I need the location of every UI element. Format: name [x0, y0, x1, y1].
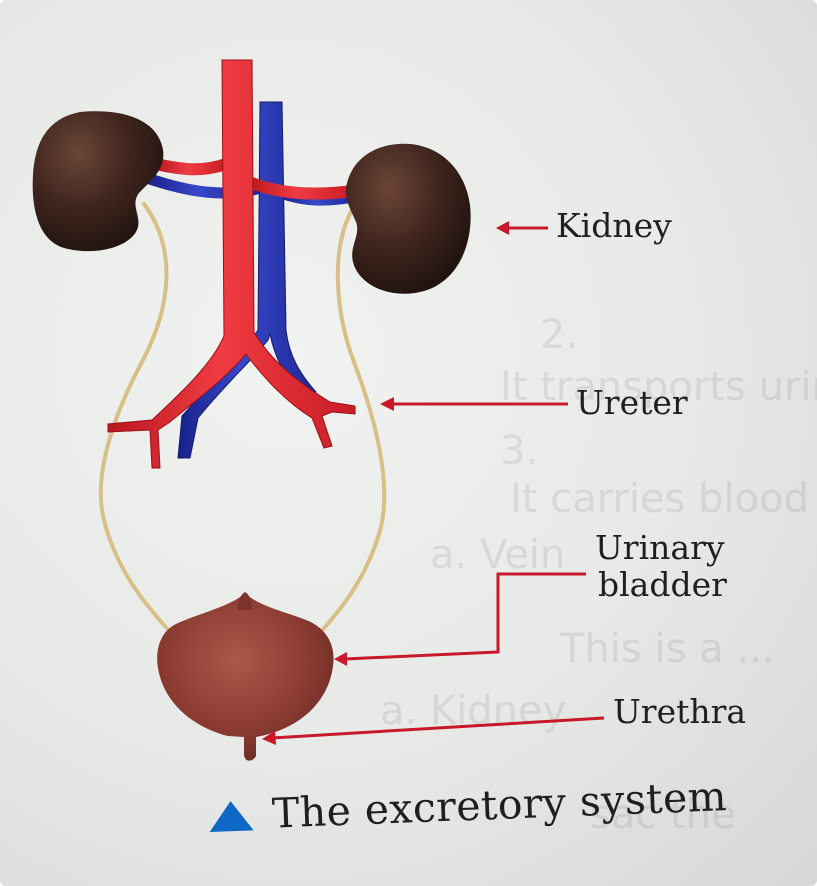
kidney-left [33, 111, 164, 251]
kidney-right [346, 144, 471, 294]
bladder-top-nub [238, 592, 252, 610]
ureter-label: Ureter [576, 386, 688, 421]
ureter-arrowhead-icon [380, 397, 394, 411]
urinary-bladder-label-line1: Urinary [595, 531, 725, 566]
kidney-arrowhead-icon [496, 221, 509, 235]
urethra-pointer [272, 718, 604, 738]
renal-artery-right [249, 182, 353, 194]
bladder-arrowhead-icon [334, 652, 347, 666]
triangle-up-icon [209, 800, 254, 832]
urethra-label: Urethra [613, 695, 746, 730]
urinary-bladder-label-line2: bladder [598, 568, 727, 603]
bladder-pointer [345, 574, 586, 659]
renal-artery-left [156, 164, 226, 169]
kidney-label: Kidney [556, 209, 672, 244]
aorta [108, 60, 355, 468]
